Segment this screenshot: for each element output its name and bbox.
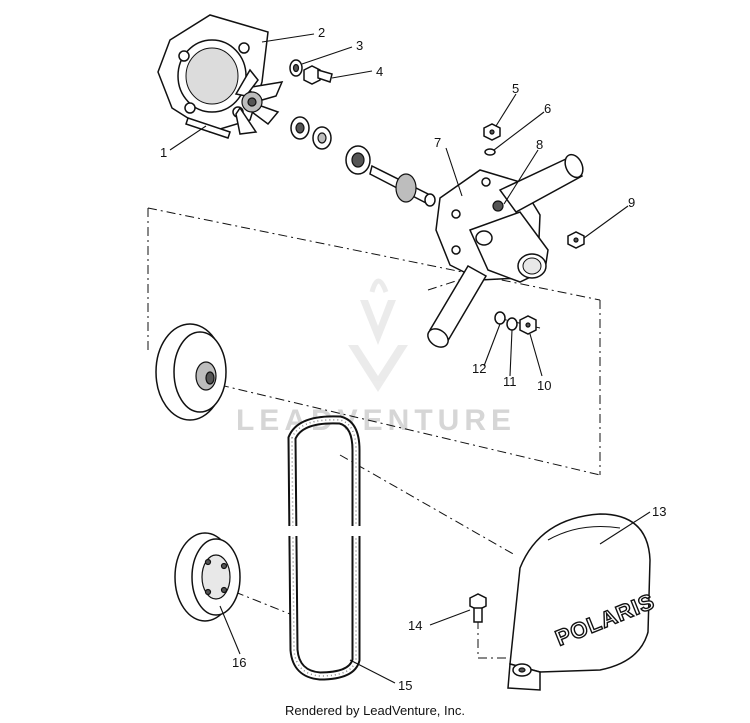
washer-3[interactable] (289, 59, 303, 77)
callout-5: 5 (512, 81, 519, 96)
callout-10: 10 (537, 378, 551, 393)
rendered-by-credit: Rendered by LeadVenture, Inc. (285, 703, 465, 718)
nut-5[interactable] (483, 123, 501, 141)
callout-7: 7 (434, 135, 441, 150)
nut-10[interactable] (519, 315, 537, 335)
callout-14: 14 (408, 618, 422, 633)
watermark-text: LEADVENTURE (236, 404, 516, 437)
callout-8: 8 (536, 137, 543, 152)
washer-6[interactable] (484, 148, 496, 156)
callout-9: 9 (628, 195, 635, 210)
leadventure-watermark-logo (348, 278, 408, 392)
callout-6: 6 (544, 101, 551, 116)
callout-3: 3 (356, 38, 363, 53)
leader-lines (169, 33, 651, 684)
inlet-pipe-upper[interactable] (498, 152, 586, 213)
lock-washer-11[interactable] (506, 317, 518, 331)
pump-cover-plate[interactable] (157, 14, 269, 133)
pump-shaft[interactable] (369, 164, 436, 207)
seal-ring-a[interactable] (290, 116, 310, 140)
callout-labels: 1 2 3 4 5 6 7 8 9 10 11 12 13 14 15 16 (160, 25, 666, 693)
impeller[interactable] (234, 68, 284, 135)
drive-belt[interactable] (284, 415, 362, 681)
washer-12[interactable] (494, 311, 506, 325)
hex-bolt-4[interactable] (303, 65, 333, 85)
driven-pulley[interactable] (155, 323, 227, 421)
callout-12: 12 (472, 361, 486, 376)
seal-ring-b[interactable] (312, 126, 332, 150)
inlet-pipe-lower[interactable] (424, 264, 488, 351)
callout-15: 15 (398, 678, 412, 693)
screw-14[interactable] (469, 593, 487, 623)
belt-guard-cover[interactable] (507, 513, 651, 691)
callout-11: 11 (503, 374, 517, 389)
bearing[interactable] (345, 145, 371, 175)
callout-13: 13 (652, 504, 666, 519)
callout-4: 4 (376, 64, 383, 79)
callout-2: 2 (318, 25, 325, 40)
callout-1: 1 (160, 145, 167, 160)
nut-9[interactable] (567, 231, 585, 249)
drive-pulley[interactable] (174, 532, 241, 622)
stud-bolt[interactable] (185, 117, 231, 139)
callout-16: 16 (232, 655, 246, 670)
